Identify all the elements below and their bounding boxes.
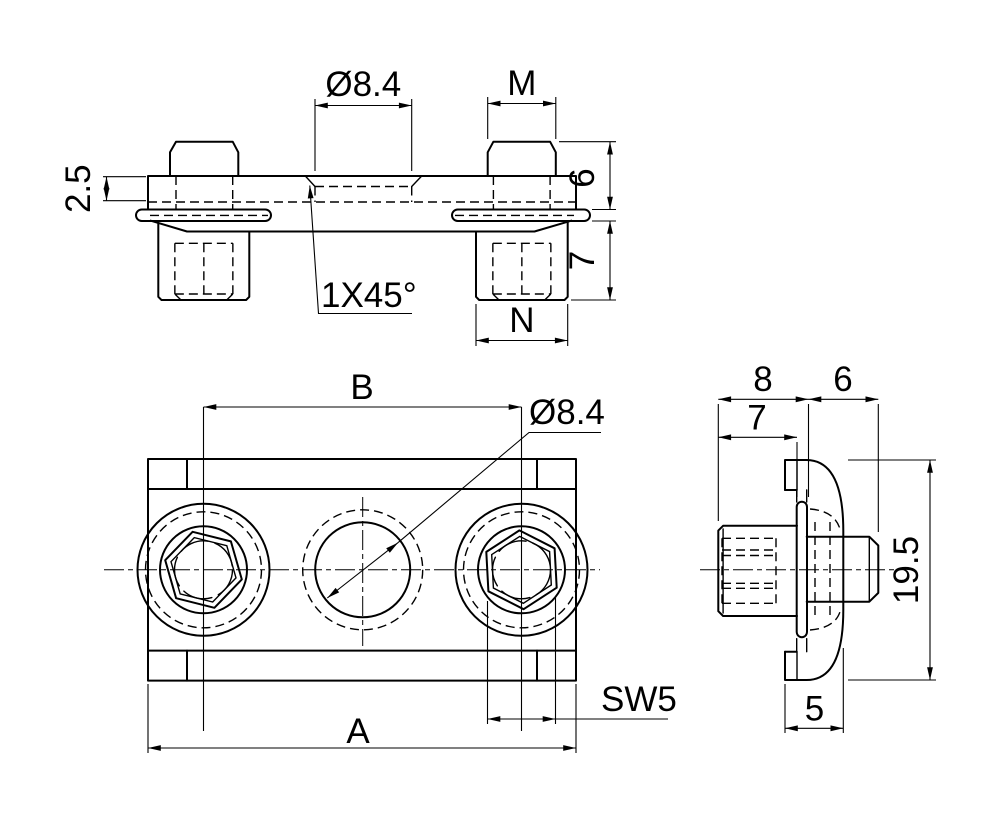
- front-left-bolt-head: [169, 140, 240, 177]
- side-dim-boss-label: 7: [747, 399, 766, 438]
- front-hidden-bolt-shanks: [175, 176, 551, 210]
- plan-dim-length-label: A: [346, 712, 370, 751]
- side-dim-height-label: 19.5: [887, 536, 926, 604]
- front-dim-boss-dia-label: N: [509, 301, 534, 340]
- front-hidden-center-bore: [314, 185, 413, 202]
- front-left-lip-slot: [135, 208, 272, 222]
- front-hole-chamfer-edges: [304, 175, 423, 188]
- front-dim-hole-ext: [314, 99, 413, 171]
- plan-hole-diameter-arrow: [326, 542, 399, 599]
- side-dim-width-ext: [717, 404, 810, 521]
- front-right-lip-slot: [451, 208, 591, 222]
- front-dim-hole-label: Ø8.4: [325, 65, 401, 104]
- side-flange-outline: [784, 459, 845, 681]
- plan-dim-spacing-label: B: [350, 368, 373, 407]
- side-view: 8 6 7 19.5 5: [700, 360, 936, 733]
- plan-dim-wrench-ext: [486, 598, 557, 724]
- plan-screw-centerlines: [202, 407, 523, 731]
- plan-dim-wrench-label: SW5: [601, 680, 677, 719]
- plan-left-screw-hex: [164, 530, 243, 609]
- plan-hole-diameter-label: Ø8.4: [529, 393, 605, 432]
- front-chamfer-leader: [307, 185, 412, 315]
- front-hidden-right-thread: [492, 242, 552, 301]
- side-tab-bottom-edges: [784, 489, 798, 653]
- plan-lip-step-lines: [186, 458, 538, 682]
- plan-lip-edges: [147, 488, 577, 652]
- plan-hole-leader-tail: [397, 431, 601, 544]
- side-dim-lip-label: 5: [805, 690, 824, 729]
- side-hidden-thread-lines: [721, 537, 777, 604]
- front-dim-boss-height-label: 7: [563, 251, 602, 270]
- side-hidden-bore-lines: [809, 508, 842, 631]
- plan-view: B Ø8.4 A SW5: [104, 368, 677, 753]
- side-stud-outline: [805, 535, 880, 603]
- side-boss-outline: [717, 524, 798, 617]
- plan-right-screw-hex: [485, 529, 558, 611]
- front-right-bolt-head: [486, 140, 557, 177]
- front-plate-outline: [147, 175, 577, 211]
- front-flange-bottom: [149, 219, 573, 233]
- front-right-boss: [475, 220, 569, 301]
- front-dim-thread-label: M: [507, 64, 536, 103]
- plan-left-screw-hex-inner: [170, 536, 237, 603]
- front-view: Ø8.4 M 2.5 6 7 N 1X45°: [59, 64, 616, 346]
- side-dim-height-ext: [848, 459, 936, 681]
- side-dim-lip-ext: [784, 648, 844, 733]
- side-dim-stud-label: 6: [833, 360, 852, 399]
- plan-right-screw-hex-inner: [490, 535, 553, 605]
- front-dim-thickness-ext: [103, 176, 146, 202]
- side-dim-width-label: 8: [753, 360, 772, 399]
- front-dim-thickness-label: 2.5: [59, 164, 98, 213]
- front-hidden-left-thread: [174, 242, 234, 301]
- front-left-boss: [157, 222, 251, 301]
- front-chamfer-label: 1X45°: [321, 276, 417, 315]
- front-dim-head-height-label: 6: [563, 168, 602, 187]
